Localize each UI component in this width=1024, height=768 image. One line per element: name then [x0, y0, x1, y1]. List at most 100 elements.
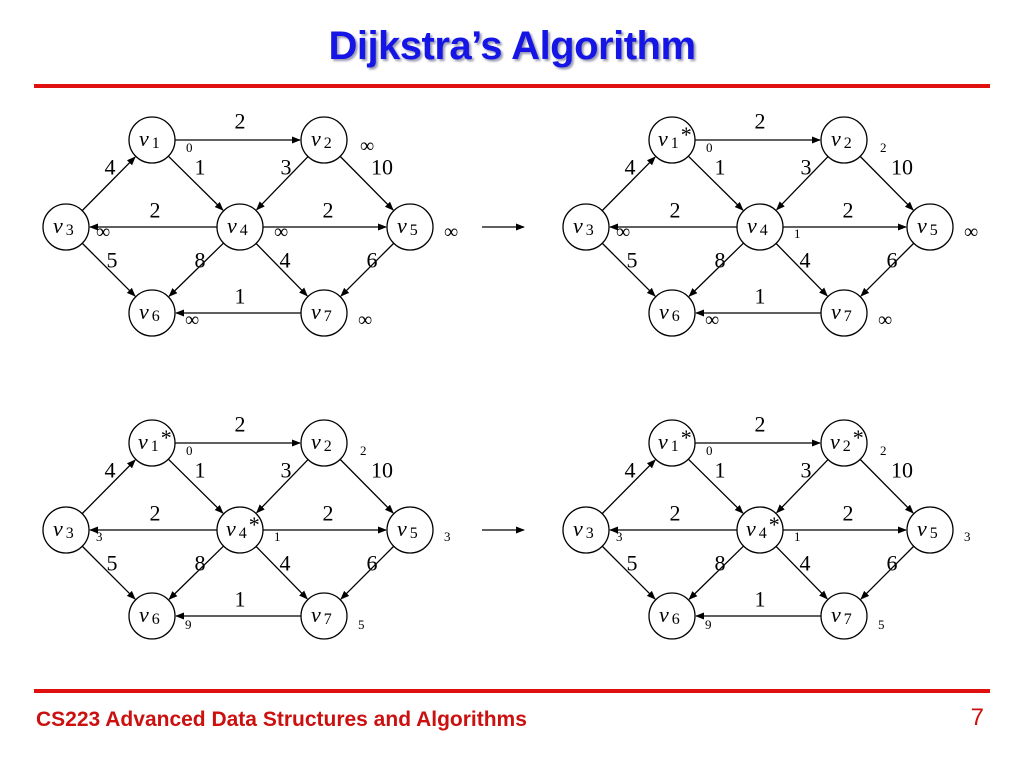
edge-v1-v4 [167, 155, 224, 211]
edge-weight-v2-v4: 3 [801, 458, 812, 483]
edge-weight-v7-v6: 1 [235, 284, 246, 309]
edge-weight-v5-v7: 6 [367, 248, 378, 273]
edge-v2-v4 [776, 459, 829, 514]
edge-v3-v6 [81, 242, 136, 297]
distance-v7: 5 [878, 617, 885, 632]
edge-weight-v4-v3: 2 [150, 198, 161, 223]
distance-v1: 0 [186, 443, 193, 458]
edge-v4-v7 [775, 545, 828, 600]
edge-v5-v7 [860, 545, 915, 600]
edge-weight-v1-v4: 1 [195, 155, 206, 180]
edge-weight-v4-v3: 2 [670, 198, 681, 223]
edge-v1-v4 [687, 458, 744, 514]
edge-weight-v3-v6: 5 [627, 551, 638, 576]
distance-v6: 9 [705, 617, 712, 632]
edge-weight-v3-v1: 4 [105, 458, 116, 483]
distance-v1: 0 [186, 140, 193, 155]
vertex-circle [562, 506, 610, 554]
vertex-circle [128, 289, 176, 337]
vertex-circle [648, 592, 696, 640]
edge-v2-v4 [256, 156, 309, 211]
distance-v2: 2 [360, 443, 367, 458]
edge-weight-v3-v6: 5 [107, 248, 118, 273]
edge-v1-v4 [167, 458, 224, 514]
vertex-circle [300, 419, 348, 467]
edge-weight-v1-v4: 1 [715, 458, 726, 483]
edge-weight-v2-v4: 3 [281, 155, 292, 180]
edge-weight-v1-v4: 1 [195, 458, 206, 483]
edge-weight-v4-v7: 4 [280, 551, 291, 576]
vertex-circle [736, 203, 784, 251]
distance-v5: ∞ [444, 221, 458, 243]
distance-v4: 1 [274, 529, 281, 544]
edge-weight-v1-v2: 2 [235, 412, 246, 437]
edge-weight-v3-v1: 4 [625, 155, 636, 180]
page-number: 7 [970, 704, 984, 731]
vertex-circle [648, 289, 696, 337]
edge-weight-v2-v5: 10 [371, 155, 393, 180]
edge-v3-v1 [81, 459, 136, 515]
edge-v4-v6 [688, 242, 745, 297]
edge-v4-v6 [688, 545, 745, 600]
edge-weight-v4-v6: 8 [715, 248, 726, 273]
edge-v3-v1 [601, 459, 656, 515]
edge-weight-v2-v4: 3 [281, 458, 292, 483]
known-marker: * [681, 122, 692, 147]
slide-title: Dijkstra’s Algorithm [328, 24, 696, 68]
edge-weight-v7-v6: 1 [235, 587, 246, 612]
vertex-circle [386, 203, 434, 251]
top-divider [34, 84, 990, 88]
edge-weight-v5-v7: 6 [367, 551, 378, 576]
distance-v3: ∞ [616, 221, 630, 243]
edge-weight-v4-v5: 2 [843, 198, 854, 223]
distance-v2: ∞ [360, 135, 374, 157]
distance-v1: 0 [706, 140, 713, 155]
edge-weight-v4-v5: 2 [843, 501, 854, 526]
vertex-circle [216, 203, 264, 251]
edge-v5-v7 [340, 545, 395, 600]
edge-v3-v6 [601, 242, 656, 297]
edge-weight-v2-v5: 10 [891, 458, 913, 483]
vertex-circle [300, 592, 348, 640]
distance-v7: 5 [358, 617, 365, 632]
distance-v4: 1 [794, 529, 801, 544]
edge-weight-v4-v6: 8 [715, 551, 726, 576]
edge-v4-v6 [168, 242, 225, 297]
edge-v2-v5 [859, 155, 914, 211]
known-marker: * [769, 512, 780, 537]
vertex-circle [736, 506, 784, 554]
distance-v5: 3 [964, 529, 971, 544]
